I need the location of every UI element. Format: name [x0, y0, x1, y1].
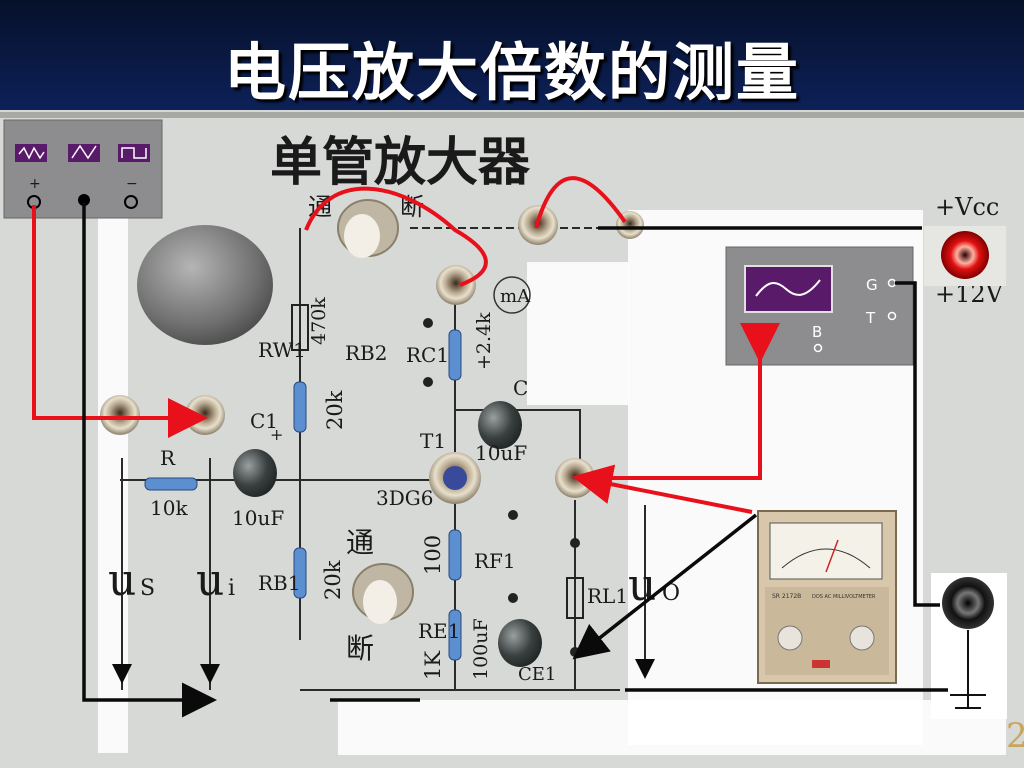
rb2-label: RB2 [345, 341, 387, 365]
ground-black-jack[interactable] [942, 577, 994, 629]
circuit-diagram: 单管放大器 通 断 通 断 [0, 112, 1024, 755]
board-title: 单管放大器 [270, 132, 531, 193]
vcc-label: +Vcc [935, 193, 999, 221]
ui-sub-label: i [228, 576, 235, 601]
r-470k-label: 470k [308, 297, 330, 345]
generator-plus-label: + [29, 176, 41, 192]
sine-wave-icon [755, 279, 821, 297]
resistors [144, 304, 584, 661]
ground-wires [82, 203, 948, 718]
rb1-label: RB1 [258, 571, 300, 595]
board-top-edge [0, 112, 1024, 118]
us-sub-label: S [140, 576, 155, 601]
c-100uf-label: 100uF [470, 618, 492, 680]
capacitors [233, 401, 542, 667]
re1-label: RE1 [418, 619, 460, 643]
c-top-right-label: C [513, 376, 528, 400]
ma-label: mA [500, 286, 531, 307]
overlay-left [98, 188, 128, 753]
mv-brand-label: SR 2172B [772, 593, 801, 600]
osc-ground-label: G [866, 276, 878, 294]
switch-bottom-on: 通 [346, 526, 374, 559]
rf1-label: RF1 [474, 549, 516, 573]
r-label: R [160, 446, 176, 470]
generator-minus-label: − [126, 176, 138, 192]
rw1-label: RW1 [258, 338, 306, 362]
r-1k-label: 1K [421, 651, 445, 680]
r-100-label: 100 [421, 535, 445, 575]
overlay-center [527, 262, 629, 405]
ground-symbol [950, 630, 986, 709]
osc-trigger-label: T [865, 309, 876, 327]
c-10uf-right-label: 10uF [475, 441, 527, 465]
millivoltmeter[interactable]: SR 2172B DOS AC MILLIVOLTMETER [757, 510, 897, 684]
vcc-red-jack[interactable] [941, 231, 989, 279]
slide-page-number: 2 [1006, 716, 1024, 756]
t1-label: T1 [420, 429, 446, 453]
ma-meter [493, 276, 531, 314]
c-10uf-left-label: 10uF [232, 506, 284, 530]
r-24k-label: +2.4k [473, 312, 495, 370]
transistor-t1 [429, 452, 481, 504]
top-switch[interactable] [337, 199, 399, 258]
mv-model-label: DOS AC MILLIVOLTMETER [812, 594, 876, 600]
ui-label: u [196, 555, 224, 606]
rw1-knob[interactable] [137, 225, 273, 345]
oscilloscope-screen [744, 265, 833, 313]
signal-arrows [112, 505, 655, 684]
us-label: u [108, 555, 136, 606]
t-type-label: 3DG6 [376, 486, 433, 510]
r-20k-bottom-label: 20k [321, 560, 345, 600]
signal-wires [32, 176, 780, 514]
ce1-label: CE1 [518, 664, 556, 685]
r-20k-top-label: 20k [323, 390, 347, 430]
title-bar [0, 0, 1024, 110]
switch-bottom-off: 断 [346, 632, 374, 665]
rc1-label: RC1 [406, 343, 449, 367]
overlay-bottom [338, 700, 1006, 755]
generator-waveform-buttons[interactable] [15, 144, 150, 162]
slide-title: 电压放大倍数的测量 [223, 36, 800, 109]
c1-label: C1 [250, 409, 278, 433]
osc-ch-a-label: A [756, 323, 767, 341]
bottom-switch[interactable] [352, 563, 414, 624]
osc-ch-b-label: B [812, 323, 822, 341]
rl1-label: RL1 [587, 584, 628, 608]
c1-plus-label: + [270, 425, 283, 444]
r-10k-label: 10k [150, 496, 188, 520]
